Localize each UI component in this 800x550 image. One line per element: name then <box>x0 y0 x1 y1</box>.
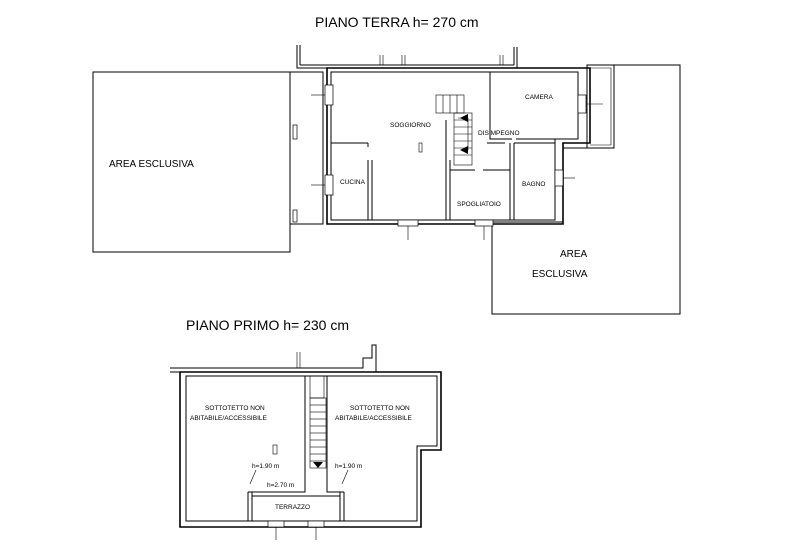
exclusive-area-left <box>92 71 291 253</box>
porch-strip <box>290 71 324 225</box>
terrazzo-label: TERRAZZO <box>275 504 310 511</box>
room-cucina: CUCINA <box>340 179 366 186</box>
height-left: h=1.90 m <box>252 463 279 470</box>
attic-outer-wall <box>179 371 442 528</box>
exclusive-area-right-label-1: AREA <box>560 249 588 260</box>
height-center: h=2.70 m <box>267 482 294 489</box>
attic-left-label-1: SOTTOTETTO NON <box>205 405 265 412</box>
first-floor-plan: SOTTOTETTO NON ABITABILE/ACCESSIBILE SOT… <box>170 344 442 540</box>
camera-balcony <box>586 64 615 149</box>
room-spogliatoio: SPOGLIATOIO <box>457 201 501 208</box>
room-bagno: BAGNO <box>522 181 545 188</box>
attic-right-label-2: ABITABILE/ACCESSIBILE <box>335 415 412 422</box>
attic-left-label-2: ABITABILE/ACCESSIBILE <box>190 415 267 422</box>
exclusive-area-right-label-2: ESCLUSIVA <box>532 269 588 280</box>
exclusive-area-left-label: AREA ESCLUSIVA <box>109 159 194 170</box>
ground-floor-plan: AREA ESCLUSIVA AREA ESCLUSIVA <box>92 45 681 315</box>
room-camera: CAMERA <box>525 94 553 101</box>
first-stair <box>309 397 327 469</box>
ground-floor-title: PIANO TERRA h= 270 cm <box>315 14 479 30</box>
ground-stair <box>435 94 473 166</box>
first-floor-title: PIANO PRIMO h= 230 cm <box>186 317 349 333</box>
attic-right-label-1: SOTTOTETTO NON <box>350 405 410 412</box>
height-right: h=1.90 m <box>335 463 362 470</box>
ground-windows <box>292 84 603 240</box>
room-disimpegno: DISIMPEGNO <box>478 130 520 137</box>
room-soggiorno: SOGGIORNO <box>390 122 431 129</box>
